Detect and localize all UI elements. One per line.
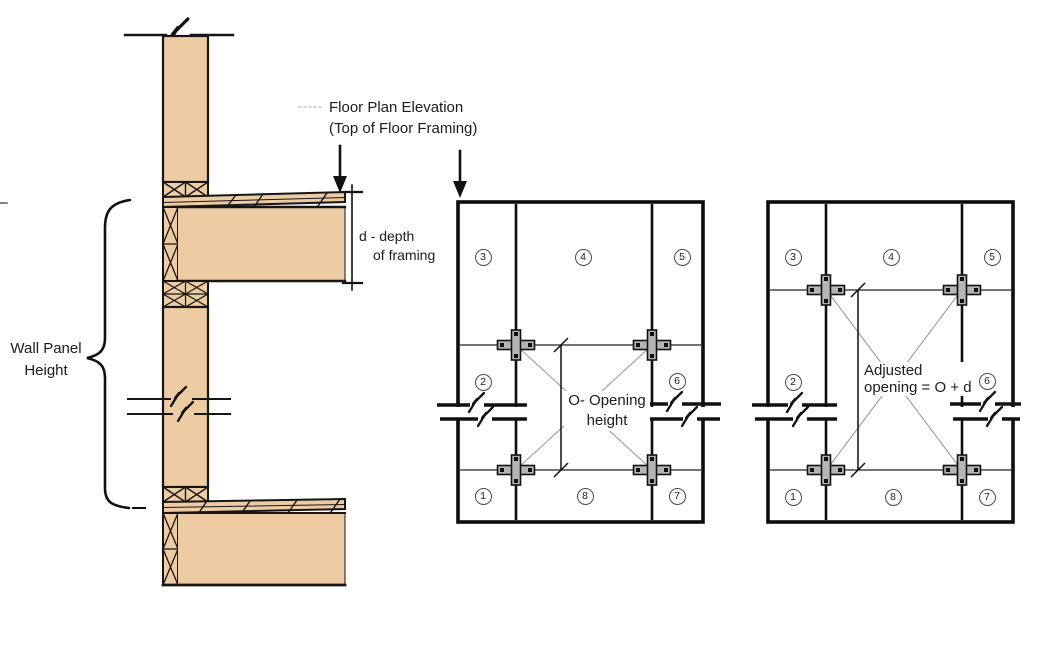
panel-segment-number: 4 xyxy=(574,248,592,266)
depth-dimension xyxy=(341,184,364,291)
opening-label-line1: O- Opening xyxy=(568,392,646,409)
panel-segment-number: 2 xyxy=(474,373,492,391)
panel-segment-number: 5 xyxy=(983,248,1001,266)
floor-sheathing-lower xyxy=(162,497,346,515)
floor-joist-lower xyxy=(161,512,347,587)
lower-wall-stud xyxy=(161,305,210,489)
panel-break-symbol-right xyxy=(950,390,1021,428)
wall-section-drawing xyxy=(0,17,467,587)
panel-segment-number: 4 xyxy=(882,248,900,266)
panel-segment-number: 8 xyxy=(576,487,594,505)
depth-label-line2: of framing xyxy=(373,247,436,263)
adjusted-opening-dimension xyxy=(850,282,866,478)
panel-segment-number: 5 xyxy=(673,248,691,266)
wall-panel-height-label: Wall Panel Height xyxy=(0,338,92,382)
panel-segment-number: 6 xyxy=(978,372,996,390)
stud-break-symbol xyxy=(127,385,231,423)
panel-break-symbol-left xyxy=(752,391,837,428)
opening-label-line2: height xyxy=(586,412,628,429)
upper-wall-stud xyxy=(161,34,210,184)
opening-height-dimension xyxy=(553,337,569,478)
panel-segment-number: 1 xyxy=(784,488,802,506)
rim-blocking-lower xyxy=(162,512,179,586)
panel-segment-number: 6 xyxy=(668,372,686,390)
bottom-plate-blocking xyxy=(162,486,209,503)
panel-segment-number: 7 xyxy=(668,487,686,505)
top-plate-blocking xyxy=(162,181,209,198)
blocking-under-joist xyxy=(162,280,209,308)
down-arrow-icon xyxy=(333,144,347,193)
floor-joist-upper xyxy=(176,205,347,283)
panel-break-symbol-left xyxy=(437,391,527,428)
floor-sheathing-upper xyxy=(162,190,346,209)
down-arrow-icon xyxy=(453,149,467,198)
opening-height-label: O- Opening height xyxy=(564,391,650,431)
wall-panel-label-line1: Wall Panel xyxy=(10,340,82,357)
floor-plan-elevation-label: Floor Plan Elevation (Top of Floor Frami… xyxy=(329,97,477,139)
panel-segment-number: 3 xyxy=(784,248,802,266)
depth-of-framing-label: d - depth of framing xyxy=(359,227,435,265)
adjusted-opening-label: Adjusted opening = O + d xyxy=(862,362,974,396)
panel-segment-number: 7 xyxy=(978,488,996,506)
depth-label-line1: d - depth xyxy=(359,228,415,244)
panel-segment-number: 3 xyxy=(474,248,492,266)
floor-plan-elevation-line2: (Top of Floor Framing) xyxy=(329,120,478,137)
wall-panel-label-line2: Height xyxy=(24,362,68,379)
floor-plan-elevation-line1: Floor Plan Elevation xyxy=(329,99,464,116)
adjusted-label-line1: Adjusted xyxy=(864,362,923,379)
panel-segment-number: 8 xyxy=(884,488,902,506)
wall-panel-height-brace xyxy=(0,198,146,510)
panel-segment-number: 1 xyxy=(474,487,492,505)
adjusted-label-line2: opening = O + d xyxy=(864,379,972,396)
panel-segment-number: 2 xyxy=(784,373,802,391)
rim-blocking-upper xyxy=(162,206,179,282)
